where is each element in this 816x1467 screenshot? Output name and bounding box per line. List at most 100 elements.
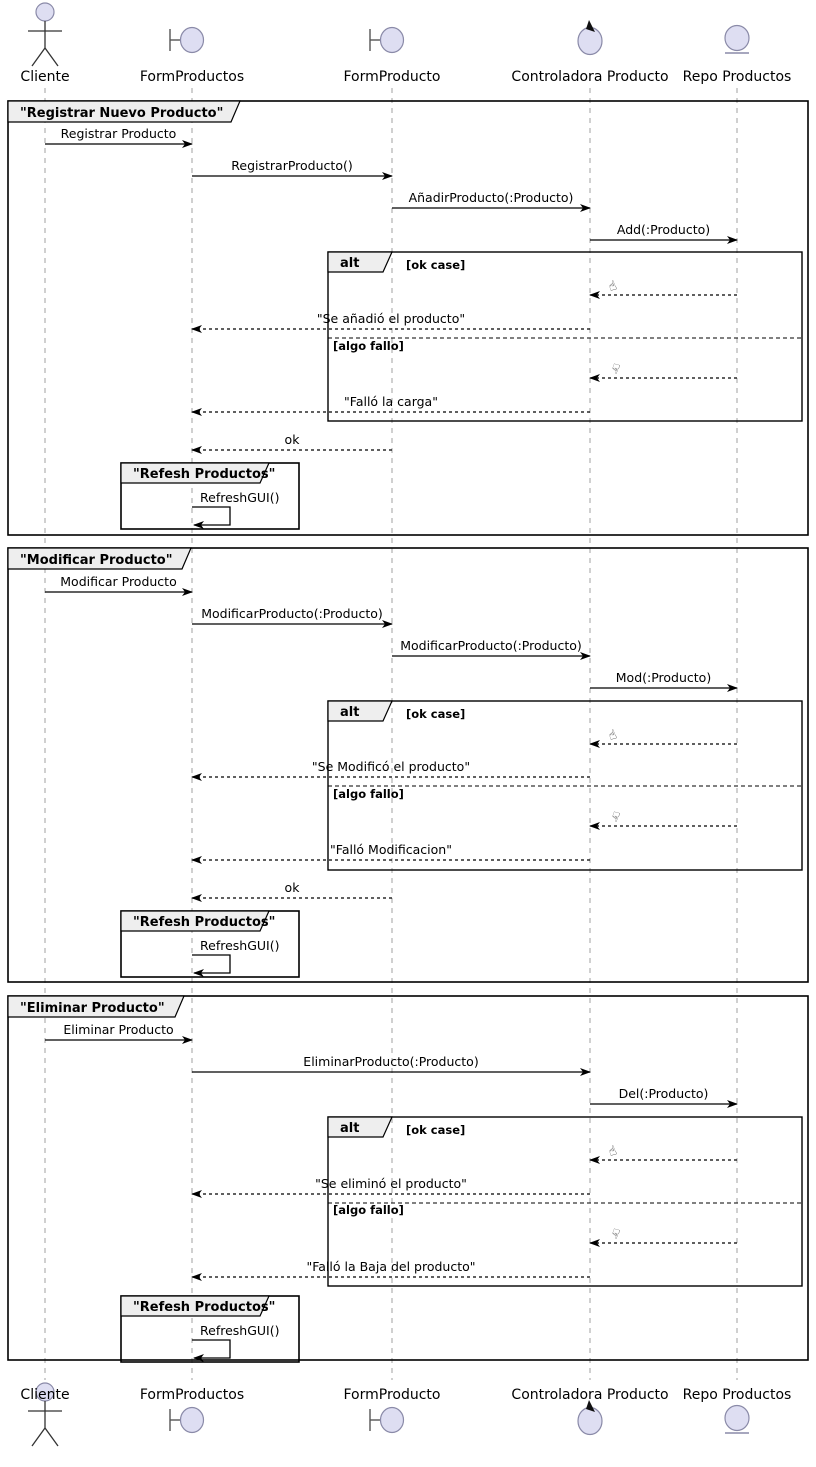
boundary-icon xyxy=(179,1406,205,1434)
participant-label: FormProducto xyxy=(344,1387,441,1403)
boundary-icon xyxy=(179,26,205,54)
message-label: Modificar Producto xyxy=(60,574,176,589)
participant-label: Controladora Producto xyxy=(511,69,668,85)
fragment-3-refresh[interactable]: "Refesh Productos" xyxy=(120,1295,300,1363)
message-label: ok xyxy=(285,880,301,895)
message-fragment-2[interactable]: Mod(:Producto) xyxy=(590,670,738,692)
message-fragment-2-alt[interactable]: "Falló Modificacion" xyxy=(191,842,590,864)
message-label: Eliminar Producto xyxy=(63,1022,173,1037)
actor-legs-icon xyxy=(31,46,59,67)
self-message[interactable]: RefreshGUI() xyxy=(192,490,279,529)
message-label: "Falló la carga" xyxy=(344,394,438,409)
participant-cliente[interactable]: Cliente xyxy=(20,2,70,85)
message-label: Del(:Producto) xyxy=(619,1086,709,1101)
message-fragment-3-alt[interactable]: "Se eliminó el producto" xyxy=(191,1176,590,1198)
thumbs-down-icon: ☟ xyxy=(609,1226,622,1243)
message-fragment-1[interactable]: Registrar Producto xyxy=(45,126,193,148)
fragment-3[interactable]: "Eliminar Producto" xyxy=(7,995,809,1361)
message-fragment-3[interactable]: Eliminar Producto xyxy=(45,1022,193,1044)
control-arrow-icon xyxy=(586,20,595,32)
fragment-1[interactable]: "Registrar Nuevo Producto" xyxy=(7,100,809,536)
message-fragment-2-alt[interactable]: "Se Modificó el producto" xyxy=(191,759,590,781)
message-fragment-1[interactable]: ok xyxy=(191,432,392,454)
message-fragment-2[interactable]: ModificarProducto(:Producto) xyxy=(192,606,393,628)
fragment-3-alt[interactable]: alt xyxy=(327,1116,803,1287)
alt-guard-2: [algo fallo] xyxy=(333,339,404,353)
message-fragment-1-alt[interactable]: "Se añadió el producto" xyxy=(191,311,590,333)
message-fragment-3[interactable]: EliminarProducto(:Producto) xyxy=(192,1054,591,1076)
message-fragment-1[interactable]: AñadirProducto(:Producto) xyxy=(392,190,591,212)
participant-controladora-producto[interactable]: Controladora Producto xyxy=(511,20,669,85)
participant-label: Controladora Producto xyxy=(511,1387,668,1403)
participant-label: Cliente xyxy=(20,1387,69,1403)
fragment-1-alt-border xyxy=(327,251,803,422)
message-fragment-1-alt[interactable]: ☝ xyxy=(589,278,737,299)
self-message-label: RefreshGUI() xyxy=(200,938,279,953)
message-fragment-2[interactable]: Modificar Producto xyxy=(45,574,193,596)
fragment-1-header xyxy=(7,100,241,123)
participant-formproductos[interactable]: FormProductos xyxy=(140,26,244,86)
self-message-label: RefreshGUI() xyxy=(200,490,279,505)
self-message-arrow xyxy=(192,506,231,529)
participant-repo-productos[interactable]: Repo Productos xyxy=(683,1387,792,1434)
message-label: Registrar Producto xyxy=(61,126,177,141)
self-message[interactable]: RefreshGUI() xyxy=(192,1323,279,1362)
alt-guard-1: [ok case] xyxy=(406,707,465,721)
message-label: ModificarProducto(:Producto) xyxy=(400,638,582,653)
fragment-1-refresh-header xyxy=(120,462,270,484)
participant-repo-productos[interactable]: Repo Productos xyxy=(683,24,792,86)
message-fragment-2-alt[interactable]: ☟ xyxy=(589,809,737,830)
alt-guard-2: [algo fallo] xyxy=(333,1203,404,1217)
message-fragment-3[interactable]: Del(:Producto) xyxy=(590,1086,738,1108)
message-fragment-2[interactable]: ModificarProducto(:Producto) xyxy=(392,638,591,660)
message-fragment-3-alt[interactable]: ☟ xyxy=(589,1226,737,1247)
thumbs-up-icon: ☝ xyxy=(607,727,620,744)
fragment-2-refresh[interactable]: "Refesh Productos" xyxy=(120,910,300,978)
message-label: "Falló la Baja del producto" xyxy=(306,1259,475,1274)
fragment-1-border xyxy=(7,100,809,536)
participant-controladora-producto[interactable]: Controladora Producto xyxy=(511,1387,669,1436)
message-fragment-1[interactable]: Add(:Producto) xyxy=(590,222,738,244)
fragment-3-border xyxy=(7,995,809,1361)
participant-formproductos[interactable]: FormProductos xyxy=(140,1387,244,1434)
fragment-1-refresh[interactable]: "Refesh Productos" xyxy=(120,462,300,530)
message-fragment-2-alt[interactable]: ☝ xyxy=(589,727,737,748)
message-fragment-1[interactable]: RegistrarProducto() xyxy=(192,158,393,180)
fragment-1-label: "Registrar Nuevo Producto" xyxy=(20,106,223,121)
message-label: Mod(:Producto) xyxy=(616,670,711,685)
participant-formproducto[interactable]: FormProducto xyxy=(344,1387,441,1434)
fragment-1-alt[interactable]: alt xyxy=(327,251,803,422)
fragment-2-alt-header xyxy=(327,700,393,722)
fragment-3-alt-header xyxy=(327,1116,393,1138)
message-label: ModificarProducto(:Producto) xyxy=(201,606,383,621)
fragment-2[interactable]: "Modificar Producto" xyxy=(7,547,809,983)
message-fragment-1-alt[interactable]: ☟ xyxy=(589,361,737,382)
fragment-3-refresh-label: "Refesh Productos" xyxy=(133,1300,275,1315)
fragment-2-header xyxy=(7,547,192,570)
fragment-1-alt-header xyxy=(327,251,393,273)
control-icon xyxy=(577,26,603,56)
entity-icon xyxy=(724,24,750,52)
entity-icon xyxy=(724,1404,750,1432)
fragment-2-border xyxy=(7,547,809,983)
control-arrow-icon xyxy=(586,1400,595,1412)
self-message-arrow xyxy=(192,1339,231,1362)
self-message-label: RefreshGUI() xyxy=(200,1323,279,1338)
alt-guard-1: [ok case] xyxy=(406,1123,465,1137)
message-label: EliminarProducto(:Producto) xyxy=(303,1054,478,1069)
message-fragment-3-alt[interactable]: "Falló la Baja del producto" xyxy=(191,1259,590,1281)
thumbs-down-icon: ☟ xyxy=(609,809,622,826)
message-fragment-1-alt[interactable]: "Falló la carga" xyxy=(191,394,590,416)
alt-guard-2: [algo fallo] xyxy=(333,787,404,801)
fragment-3-refresh-header xyxy=(120,1295,270,1317)
self-message[interactable]: RefreshGUI() xyxy=(192,938,279,977)
participant-formproducto[interactable]: FormProducto xyxy=(344,26,441,86)
participant-cliente[interactable]: Cliente xyxy=(20,1382,70,1447)
fragment-2-refresh-header xyxy=(120,910,270,932)
message-fragment-3-alt[interactable]: ☝ xyxy=(589,1143,737,1164)
participant-label: Cliente xyxy=(20,69,69,85)
message-fragment-2[interactable]: ok xyxy=(191,880,392,902)
fragment-3-alt-border xyxy=(327,1116,803,1287)
